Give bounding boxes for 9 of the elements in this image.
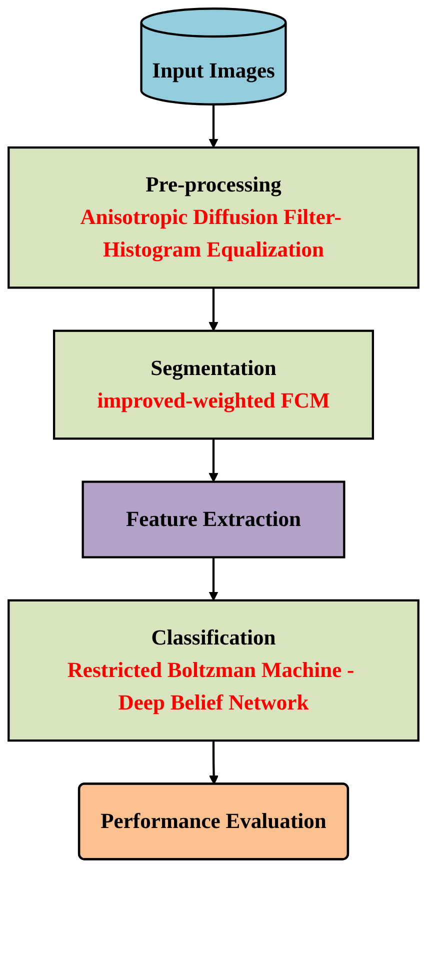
node-box: Segmentation improved-weighted FCM bbox=[52, 330, 374, 440]
arrow bbox=[208, 438, 218, 482]
arrow bbox=[208, 557, 218, 601]
arrow bbox=[209, 740, 219, 785]
arrow bbox=[208, 104, 218, 148]
node-box: Pre-processing Anisotropic Diffusion Filter- Histogram Equalization bbox=[8, 146, 420, 289]
node-box: Feature Extraction bbox=[82, 480, 346, 558]
arrow bbox=[208, 288, 218, 332]
node-box: Classification Restricted Boltzman Machine - Deep Belief Network bbox=[8, 599, 420, 742]
